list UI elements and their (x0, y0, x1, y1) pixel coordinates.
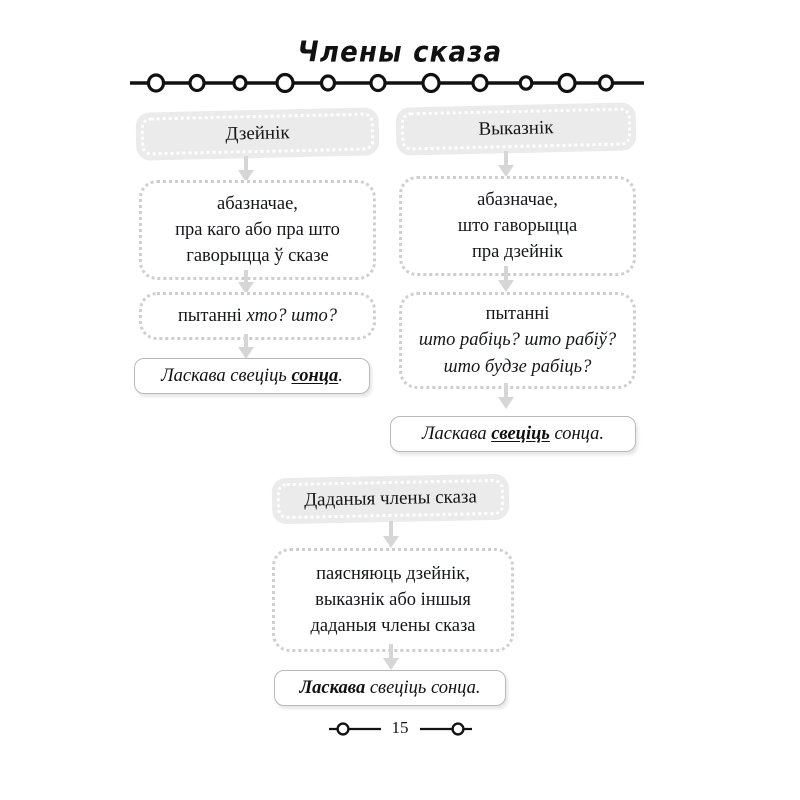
questions-label-subject: пытанні (178, 305, 242, 326)
header-label-secondary: Даданыя члены сказа (303, 486, 478, 511)
page-footer: 15 (0, 718, 800, 740)
example-text-predicate: Ласкава свеціць сонца. (422, 424, 604, 445)
example-after-predicate: сонца. (549, 423, 604, 444)
example-after-subject: . (338, 365, 343, 386)
footer-rule-left (328, 722, 381, 736)
definition-box-secondary: паясняюць дзейнік, выказнік або іншыя да… (272, 548, 514, 652)
questions-box-predicate: пытанні што рабіць? што рабіў? што будзе… (399, 292, 636, 389)
definition-line-2: выказнік або іншыя (315, 589, 471, 610)
definition-text-secondary: паясняюць дзейнік, выказнік або іншыя да… (300, 561, 485, 640)
example-highlight-predicate: свеціць (491, 423, 550, 444)
example-highlight-subject: сонца (291, 365, 339, 386)
example-before-predicate: Ласкава (421, 423, 492, 444)
example-box-subject: Ласкава свеціць сонца. (134, 358, 370, 394)
questions-items-line-2: што будзе рабіць? (443, 356, 592, 377)
page-title-text: Члены сказа (297, 36, 503, 70)
page-number: 15 (391, 718, 409, 737)
example-before-subject: Ласкава свеціць (161, 365, 292, 386)
definition-line-1: абазначае, (477, 189, 558, 210)
questions-label-predicate: пытанні (485, 304, 550, 325)
example-box-secondary: Ласкава свеціць сонца. (274, 670, 506, 706)
header-box-predicate: Выказнік (395, 102, 637, 156)
definition-line-3: пра дзейнік (471, 242, 564, 263)
definition-line-1: абазначае, (217, 193, 298, 214)
questions-items-line-1: што рабіць? што рабіў? (418, 330, 617, 351)
definition-line-1: паясняюць дзейнік, (316, 563, 470, 584)
example-before-secondary: Ласкава (299, 677, 366, 698)
definition-box-subject: абазначае, пра каго або пра што гаворыцц… (139, 180, 376, 280)
example-text-secondary: Ласкава свеціць сонца. (299, 678, 480, 699)
beaded-divider-line (130, 72, 644, 94)
header-box-secondary: Даданыя члены сказа (271, 473, 510, 525)
header-box-subject: Дзейнік (135, 107, 380, 161)
definition-line-3: даданыя члены сказа (310, 616, 476, 637)
down-arrow-connector (383, 521, 399, 548)
example-box-predicate: Ласкава свеціць сонца. (390, 416, 636, 452)
definition-line-2: што гаворыцца (457, 215, 578, 236)
questions-text-subject: пытанні хто? што? (168, 303, 347, 329)
definition-box-predicate: абазначае, што гаворыцца пра дзейнік (399, 176, 636, 276)
example-after-secondary: свеціць сонца. (365, 677, 481, 698)
questions-box-subject: пытанні хто? што? (139, 292, 376, 340)
definition-line-3: гаворыцца ў сказе (186, 246, 329, 267)
definition-text-subject: абазначае, пра каго або пра што гаворыцц… (165, 191, 350, 270)
down-arrow-connector (498, 151, 514, 177)
example-text-subject: Ласкава свеціць сонца. (161, 366, 343, 387)
questions-items-subject: хто? што? (246, 305, 337, 326)
definition-line-2: пра каго або пра што (175, 219, 340, 240)
questions-text-predicate: пытанні што рабіць? што рабіў? што будзе… (409, 301, 626, 380)
footer-rule-right (419, 722, 472, 736)
page-title: Члены сказа (0, 36, 800, 70)
header-label-subject: Дзейнік (225, 122, 290, 145)
definition-text-predicate: абазначае, што гаворыцца пра дзейнік (448, 187, 587, 266)
header-label-predicate: Выказнік (478, 117, 554, 140)
